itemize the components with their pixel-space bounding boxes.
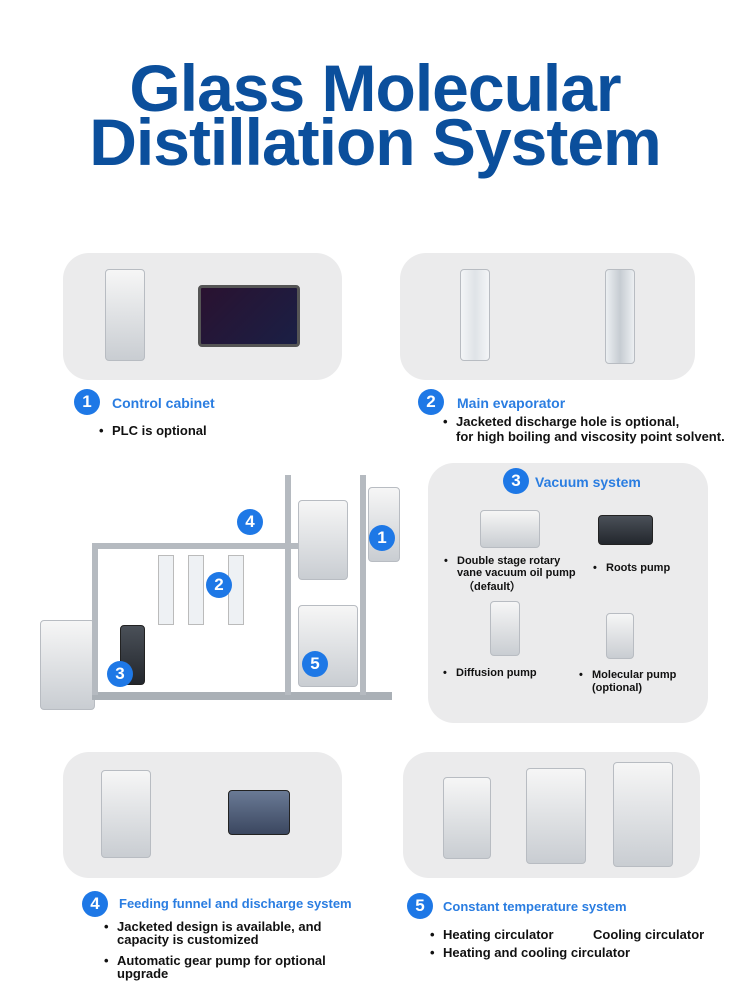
vacuum-item-molecular: Molecular pump (579, 668, 676, 682)
control-cabinet-panel (63, 253, 342, 380)
feeding-system-panel (63, 752, 342, 878)
section-5-bullet-1: Heating circulator (430, 928, 553, 943)
section-4-bullet-1-cont: capacity is customized (117, 932, 259, 947)
section-2-bullet: Jacketed discharge hole is optional, (443, 415, 679, 430)
section-5-bullet-3: Heating and cooling circulator (430, 946, 630, 961)
section-4-label: Feeding funnel and discharge system (119, 896, 352, 911)
section-4-badge: 4 (82, 891, 108, 917)
vacuum-item-roots: Roots pump (593, 561, 670, 575)
section-1-label: Control cabinet (112, 395, 215, 411)
section-1-bullet: PLC is optional (99, 424, 207, 439)
section-2-badge: 2 (418, 389, 444, 415)
section-1-badge: 1 (74, 389, 100, 415)
section-4-bullet-1: Jacketed design is available, and (104, 920, 322, 935)
page-title-line1: Glass Molecular (129, 51, 621, 125)
section-4-bullet-2-cont: upgrade (117, 966, 169, 981)
temperature-system-panel (403, 752, 700, 878)
vacuum-item-rotary: Double stage rotary vane vacuum oil pump (444, 555, 582, 579)
marker-1: 1 (369, 525, 395, 551)
evaporator-column (158, 555, 174, 625)
chiller-image (40, 620, 95, 710)
machine-illustration: 1 2 3 4 5 (40, 465, 425, 720)
evaporator-image-1 (460, 269, 490, 361)
frame-post (92, 543, 98, 695)
evaporator-column (188, 555, 204, 625)
heating-circulator-image (298, 500, 348, 580)
frame-post (360, 475, 366, 695)
rotary-vane-pump-image (480, 510, 540, 548)
frame-beam (92, 543, 337, 549)
plc-screen-image (198, 285, 300, 347)
main-evaporator-panel (400, 253, 695, 380)
marker-3: 3 (107, 661, 133, 687)
marker-2: 2 (206, 572, 232, 598)
vacuum-item-optional: (optional) (592, 682, 643, 694)
heating-cooling-circulator-image (613, 762, 673, 867)
gear-pump-image (228, 790, 290, 835)
molecular-pump-image (606, 613, 634, 659)
frame-base (92, 692, 392, 700)
section-3-label: Vacuum system (535, 474, 641, 490)
page-title-line2: Distillation System (89, 105, 662, 179)
heating-circulator-image (443, 777, 491, 859)
marker-4: 4 (237, 509, 263, 535)
feeding-funnel-image (101, 770, 151, 858)
control-cabinet-image (105, 269, 145, 361)
marker-5: 5 (302, 651, 328, 677)
frame-post (285, 475, 291, 695)
section-5-label: Constant temperature system (443, 899, 627, 914)
roots-pump-image (598, 515, 653, 545)
section-2-bullet-cont: for high boiling and viscosity point sol… (456, 429, 725, 444)
diffusion-pump-image (490, 601, 520, 656)
evaporator-image-2 (605, 269, 635, 364)
vacuum-item-default: （default） (463, 581, 522, 593)
section-4-bullet-2: Automatic gear pump for optional (104, 954, 326, 969)
cooling-circulator-image (526, 768, 586, 864)
section-2-label: Main evaporator (457, 395, 566, 411)
section-3-badge: 3 (503, 468, 529, 494)
vacuum-item-diffusion: Diffusion pump (443, 666, 537, 680)
vacuum-system-panel: 3 Vacuum system Double stage rotary vane… (428, 463, 708, 723)
section-5-bullet-2: Cooling circulator (593, 927, 705, 942)
section-5-badge: 5 (407, 893, 433, 919)
